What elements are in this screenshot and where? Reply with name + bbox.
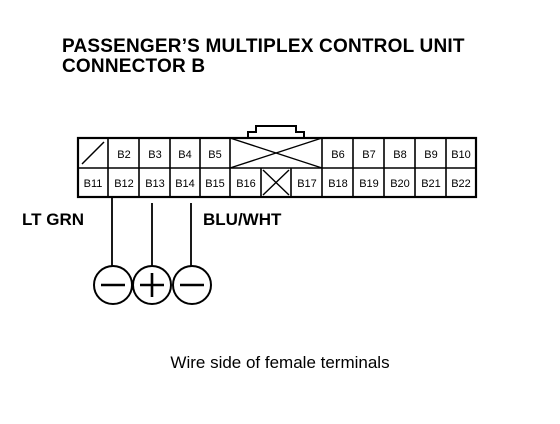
diagram-title-line2: CONNECTOR B bbox=[62, 56, 206, 77]
connector-lock-tab bbox=[247, 125, 305, 138]
pin-label: B16 bbox=[236, 178, 256, 190]
pin-label: B22 bbox=[451, 178, 471, 190]
pin-label: B2 bbox=[117, 149, 130, 161]
pin-label: B14 bbox=[175, 178, 195, 190]
pin-label: B12 bbox=[114, 178, 134, 190]
wire-color-label-blu-wht: BLU/WHT bbox=[203, 210, 282, 229]
pin-label: B11 bbox=[84, 178, 103, 190]
pin-label: B6 bbox=[331, 149, 344, 161]
wire-color-label-lt-grn: LT GRN bbox=[22, 210, 85, 229]
diagram-title-line1: PASSENGER’S MULTIPLEX CONTROL UNIT bbox=[62, 36, 465, 57]
pin-label: B15 bbox=[205, 178, 225, 190]
pin-label: B20 bbox=[390, 178, 410, 190]
pin-label: B10 bbox=[451, 149, 471, 161]
pin-label: B9 bbox=[424, 149, 437, 161]
pin-label: B21 bbox=[421, 178, 441, 190]
blank-cell-mark bbox=[81, 141, 105, 165]
probe-wires bbox=[111, 197, 192, 269]
pin-label: B17 bbox=[297, 178, 317, 190]
pin-label: B8 bbox=[393, 149, 406, 161]
pin-label: B5 bbox=[208, 149, 221, 161]
pin-label: B13 bbox=[145, 178, 165, 190]
diagram-caption: Wire side of female terminals bbox=[170, 353, 390, 372]
pin-label: B3 bbox=[148, 149, 161, 161]
pin-label: B18 bbox=[328, 178, 348, 190]
pin-label: B7 bbox=[362, 149, 375, 161]
pin-label: B19 bbox=[359, 178, 379, 190]
pin-label: B4 bbox=[178, 149, 191, 161]
